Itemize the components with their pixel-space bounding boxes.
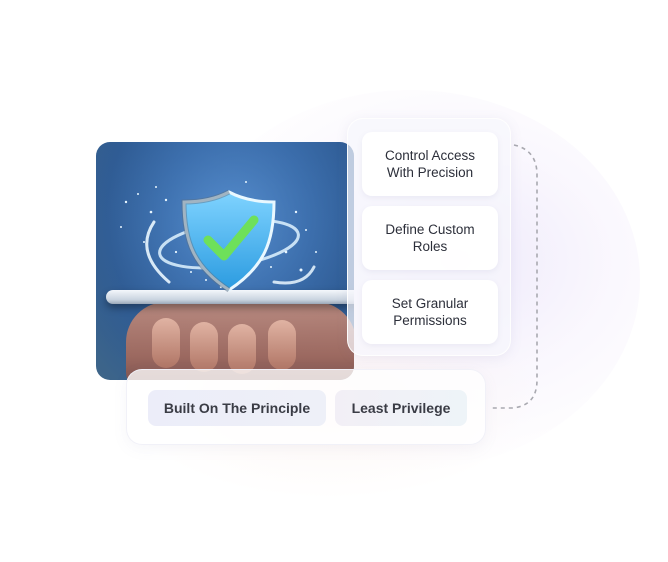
feature-label-line1: Define Custom: [385, 222, 475, 237]
security-illustration-photo: [96, 142, 354, 380]
feature-label-line2: Roles: [412, 239, 448, 254]
feature-card-control-access: Control Access With Precision: [362, 132, 498, 196]
feature-label-line1: Set Granular: [391, 296, 469, 311]
finger: [152, 318, 180, 368]
principle-pill: Built On The Principle: [148, 390, 326, 426]
shield-check-icon: [134, 182, 324, 312]
feature-card-custom-roles: Define Custom Roles: [362, 206, 498, 270]
least-privilege-pill: Least Privilege: [335, 390, 467, 426]
finger: [268, 320, 296, 370]
principle-panel: Built On The Principle Least Privilege: [126, 369, 486, 445]
feature-card-granular-permissions: Set Granular Permissions: [362, 280, 498, 344]
finger: [228, 324, 256, 374]
finger: [190, 322, 218, 372]
feature-label-line2: Permissions: [393, 313, 467, 328]
feature-label-line2: With Precision: [386, 165, 474, 180]
tablet: [106, 290, 354, 304]
features-panel: Control Access With Precision Define Cus…: [347, 118, 511, 356]
feature-label-line1: Control Access: [384, 148, 476, 163]
